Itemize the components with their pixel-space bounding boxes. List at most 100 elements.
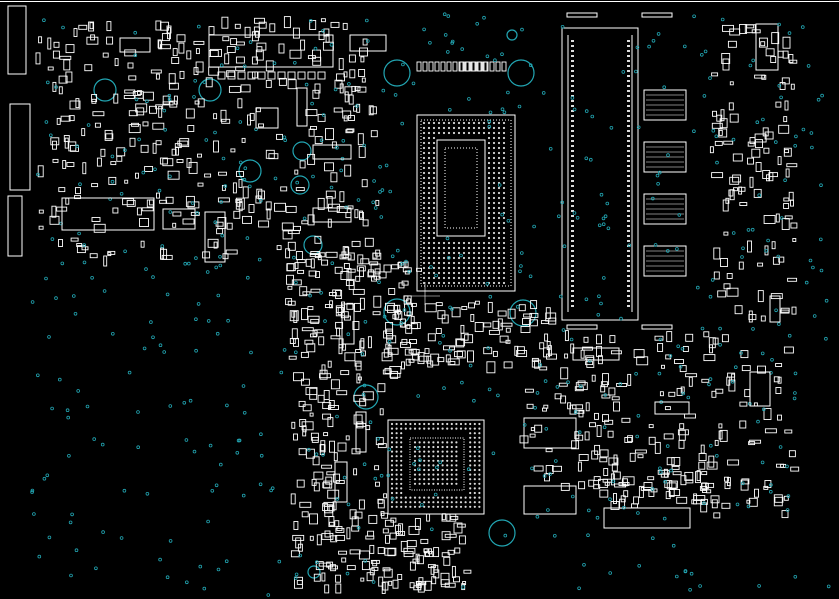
cpu-ball [487, 151, 491, 155]
cpu-ball [492, 246, 496, 250]
connector-pad [217, 71, 226, 80]
smd-component [340, 370, 350, 376]
smd-component [725, 197, 730, 204]
smd-component [204, 173, 212, 178]
via [364, 18, 369, 23]
via [412, 461, 416, 466]
smd-component [81, 128, 86, 137]
smd-component [58, 187, 66, 193]
pch-ball [423, 422, 426, 426]
smd-component [330, 335, 341, 340]
smd-component [588, 479, 595, 487]
dimm-pin [571, 305, 574, 307]
cpu-ball [422, 161, 426, 165]
dimm-pin [627, 300, 630, 302]
via [149, 320, 153, 324]
cpu-ball [467, 276, 471, 280]
via [588, 157, 593, 162]
smd-component [309, 387, 318, 400]
dimm-pin [571, 210, 574, 212]
pch-ball [436, 478, 440, 481]
cpu-ball [432, 176, 436, 180]
pch-ball [423, 496, 426, 499]
smd-component [629, 452, 636, 462]
cpu-ball [482, 261, 486, 265]
smd-component [290, 550, 300, 558]
cpu-ball [422, 146, 426, 150]
smd-component [624, 437, 633, 443]
smd-component [545, 465, 554, 474]
smd-component [63, 135, 70, 142]
smd-component [346, 128, 355, 133]
smd-component [761, 74, 767, 80]
smd-component [278, 43, 285, 54]
cpu-ball [427, 281, 431, 285]
via [720, 17, 725, 22]
left-connectors [7, 5, 31, 257]
via [658, 470, 663, 474]
smd-component [464, 334, 474, 344]
smd-component [724, 482, 731, 490]
cpu-ball [422, 191, 426, 195]
smd-component [265, 201, 272, 211]
cpu-ball [432, 146, 436, 150]
cpu-ball [487, 196, 491, 200]
pch-ball [441, 482, 444, 485]
pch-ball [446, 501, 449, 504]
via [611, 479, 616, 484]
smd-component [92, 111, 105, 117]
via [446, 255, 451, 260]
cpu-ball [432, 161, 436, 165]
via [35, 373, 40, 378]
via [242, 410, 247, 415]
via [153, 167, 157, 172]
via [517, 104, 522, 109]
pch-ball [455, 427, 458, 430]
smd-component [713, 247, 721, 260]
via [282, 348, 287, 352]
cpu-ball [442, 266, 446, 270]
smd-component [286, 274, 294, 285]
via [677, 213, 682, 217]
cpu-ball [487, 211, 491, 215]
smd-component [574, 431, 580, 440]
smd-component [342, 22, 348, 30]
dimm-pin [571, 45, 574, 47]
via [45, 473, 50, 478]
via [416, 467, 421, 472]
via [528, 63, 533, 67]
via [777, 83, 782, 88]
via [669, 468, 673, 473]
pch-ball [446, 496, 449, 499]
smd-component [444, 582, 456, 588]
smd-component [505, 327, 511, 333]
via [746, 228, 751, 232]
smd-component [499, 335, 509, 343]
smd-component [545, 448, 553, 453]
via [60, 261, 65, 266]
smd-component [344, 164, 352, 177]
via [167, 93, 172, 98]
smd-component [785, 168, 790, 178]
smd-component [383, 264, 392, 273]
smd-component [783, 203, 790, 209]
smd-component [782, 50, 789, 59]
smd-component [784, 100, 789, 111]
cpu-ball [432, 246, 436, 250]
cpu-ball [497, 266, 501, 270]
smd-component [38, 36, 43, 44]
smd-component [777, 50, 784, 58]
cpu-ball [422, 171, 426, 175]
pch-ball [432, 473, 435, 476]
pch-ball [459, 427, 463, 430]
smd-component [770, 56, 777, 63]
via [404, 259, 408, 264]
cpu-ball [442, 121, 446, 125]
smd-component [76, 243, 83, 247]
pch-ball [450, 450, 453, 453]
cpu-ball [497, 271, 501, 275]
smd-component [717, 290, 727, 298]
via [460, 380, 464, 385]
smd-component [426, 513, 431, 522]
smd-component [340, 311, 349, 319]
